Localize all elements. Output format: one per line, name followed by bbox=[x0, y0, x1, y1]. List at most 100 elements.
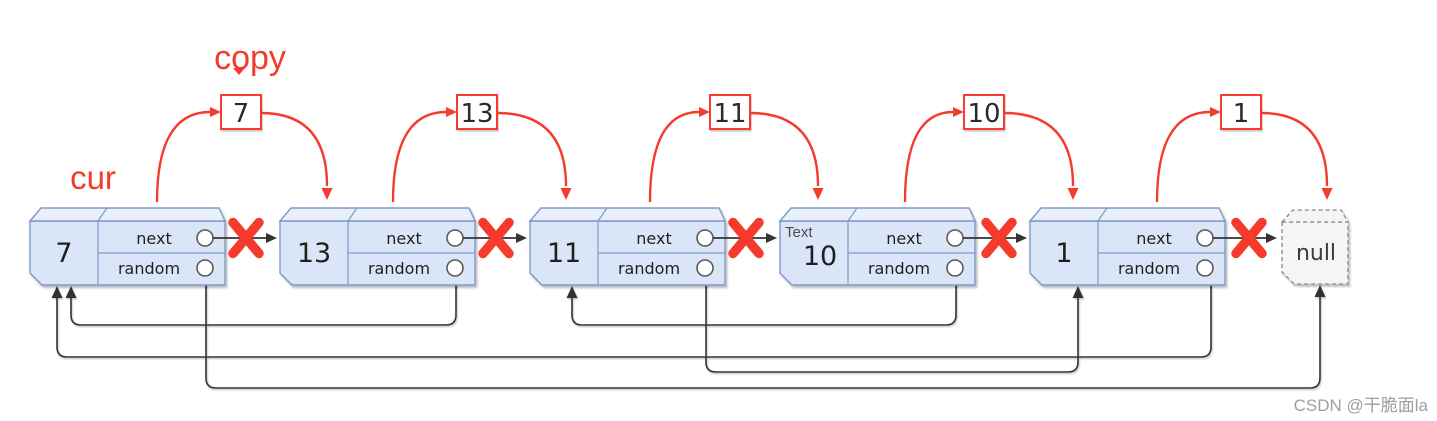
arrowhead-right-icon bbox=[766, 233, 777, 243]
node-value: 10 bbox=[803, 241, 837, 272]
next-edge-11-to-10 bbox=[713, 217, 777, 259]
watermark: CSDN @干脆面la bbox=[1294, 396, 1429, 415]
red-x-icon bbox=[981, 217, 1017, 259]
next-field-label: next bbox=[1136, 229, 1171, 248]
random-edges-layer bbox=[51, 276, 1326, 389]
node-cube-lid bbox=[778, 207, 977, 222]
copy-value: 11 bbox=[713, 99, 746, 129]
random-edge-line bbox=[70, 276, 457, 326]
node-cube-lid bbox=[278, 207, 477, 222]
copy-value: 10 bbox=[967, 99, 1000, 129]
arrowhead-down-icon bbox=[812, 188, 824, 200]
random-edge-10-to-11 bbox=[566, 276, 957, 326]
random-edge-1-to-7 bbox=[51, 276, 1212, 358]
random-edge-line bbox=[205, 276, 1321, 389]
next-pointer-circle bbox=[446, 229, 464, 247]
node-value: 7 bbox=[55, 238, 72, 269]
copy-down-arrow bbox=[1260, 111, 1329, 187]
random-edge-11-to-1 bbox=[705, 276, 1084, 373]
arrowhead-down-icon bbox=[1321, 188, 1333, 200]
node-cube-lid bbox=[1028, 207, 1227, 222]
random-field-label: random bbox=[1118, 259, 1180, 278]
random-edge-7-to-null bbox=[205, 276, 1326, 389]
arrowhead-down-icon bbox=[321, 188, 333, 200]
next-pointer-circle bbox=[1196, 229, 1214, 247]
arrowhead-right-icon bbox=[210, 107, 221, 117]
node-cube-lid bbox=[528, 207, 727, 222]
node-value: 13 bbox=[297, 238, 331, 269]
copy-group-1: 1 bbox=[1155, 94, 1333, 203]
null-cube-lid bbox=[1280, 209, 1350, 223]
arrowhead-up-icon bbox=[566, 286, 578, 298]
copy-value-box bbox=[709, 94, 751, 130]
random-pointer-circle bbox=[696, 259, 714, 277]
next-pointer-circle bbox=[696, 229, 714, 247]
copy-label: copy bbox=[214, 39, 286, 77]
next-pointer-circle bbox=[946, 229, 964, 247]
next-field-label: next bbox=[886, 229, 921, 248]
random-edge-line bbox=[705, 276, 1079, 373]
next-edge-10-to-1 bbox=[963, 217, 1027, 259]
random-pointer-circle bbox=[446, 259, 464, 277]
arrowhead-down-icon bbox=[1067, 188, 1079, 200]
copy-value-box bbox=[963, 94, 1005, 130]
copy-down-arrow bbox=[496, 111, 568, 187]
cur-label: cur bbox=[70, 159, 116, 196]
node-lid-fold bbox=[1097, 207, 1108, 222]
arrowhead-right-icon bbox=[446, 107, 457, 117]
random-field-label: random bbox=[618, 259, 680, 278]
next-edge-1-to-null bbox=[1213, 217, 1277, 259]
copy-up-arrow bbox=[391, 110, 447, 203]
arrowhead-down-icon bbox=[560, 188, 572, 200]
random-edge-line bbox=[571, 276, 957, 326]
arrowhead-right-icon bbox=[266, 233, 277, 243]
random-field-label: random bbox=[118, 259, 180, 278]
arrowhead-up-icon bbox=[65, 286, 77, 298]
red-x-icon bbox=[478, 217, 514, 259]
arrowhead-right-icon bbox=[953, 107, 964, 117]
copy-value: 7 bbox=[233, 99, 250, 129]
copy-group-7: 7 bbox=[155, 94, 333, 203]
node-lid-fold bbox=[347, 207, 358, 222]
random-field-label: random bbox=[868, 259, 930, 278]
arrowhead-right-icon bbox=[1016, 233, 1027, 243]
node-lid-fold bbox=[847, 207, 858, 222]
random-pointer-circle bbox=[196, 259, 214, 277]
copy-up-arrow bbox=[648, 110, 700, 203]
arrowhead-right-icon bbox=[699, 107, 710, 117]
copy-group-10: 10 bbox=[903, 94, 1079, 203]
copy-up-arrow bbox=[1155, 110, 1211, 203]
copy-group-13: 13 bbox=[391, 94, 572, 203]
next-field-label: next bbox=[386, 229, 421, 248]
next-edges-layer bbox=[213, 217, 1277, 259]
next-edge-13-to-11 bbox=[463, 217, 527, 259]
null-node: null bbox=[1280, 209, 1350, 285]
node-cube-lid bbox=[28, 207, 227, 222]
next-pointer-circle bbox=[196, 229, 214, 247]
arrowhead-up-icon bbox=[51, 286, 63, 298]
next-field-label: next bbox=[636, 229, 671, 248]
next-field-label: next bbox=[136, 229, 171, 248]
arrowhead-right-icon bbox=[1210, 107, 1221, 117]
copy-layer: 7 13 11 10 1 bbox=[155, 94, 1333, 203]
node-value: 1 bbox=[1055, 238, 1072, 269]
null-label: null bbox=[1296, 241, 1336, 266]
copy-caret-icon bbox=[233, 68, 245, 75]
arrowhead-up-icon bbox=[1072, 286, 1084, 298]
node-lid-fold bbox=[97, 207, 108, 222]
null-cube-body bbox=[1281, 221, 1349, 285]
arrowhead-up-icon bbox=[1314, 285, 1326, 297]
copy-down-arrow bbox=[1003, 111, 1075, 187]
red-x-icon bbox=[728, 217, 764, 259]
copy-up-arrow bbox=[155, 110, 211, 203]
list-node-7: 7 next random bbox=[28, 207, 227, 286]
random-edge-line bbox=[56, 276, 1212, 358]
copy-group-11: 11 bbox=[648, 94, 824, 203]
copy-up-arrow bbox=[903, 110, 954, 203]
